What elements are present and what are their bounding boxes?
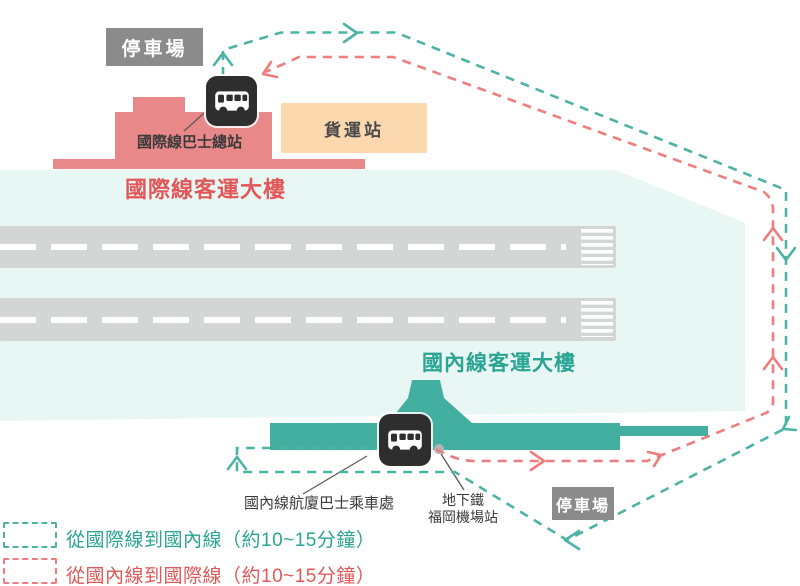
red-route-arrows [261, 60, 784, 472]
legend-label-domestic-to-international: 從國內線到國際線（約10~15分鐘） [66, 566, 376, 586]
cargo-station: 貨運站 [281, 103, 427, 153]
arrow-right-icon [342, 22, 359, 44]
route-international-to-domestic [221, 31, 788, 542]
subway-station-label: 地下鐵 福岡機場站 [415, 492, 511, 526]
bus-glyph [214, 91, 249, 115]
teal-route-arrows [212, 22, 798, 551]
arrow-down-left-icon [261, 60, 279, 79]
bus-icon [379, 414, 431, 466]
domestic-bus-stop-label: 國內線航廈巴士乘車處 [244, 495, 395, 512]
arrow-right-icon [529, 450, 546, 472]
airfield-apron [0, 170, 745, 421]
arrow-down-icon [775, 246, 797, 262]
runway-north [0, 226, 616, 268]
arrow-up-icon [212, 51, 234, 67]
legend-swatch-teal-route [3, 522, 57, 548]
runway-south [0, 298, 616, 341]
arrow-up-icon [762, 355, 784, 371]
international-bus-station-label: 國際線巴士總站 [137, 134, 243, 151]
arrow-up-right-icon [646, 450, 663, 468]
parking-lot-bottom: 停車場 [552, 487, 614, 520]
arrow-left-icon [563, 529, 581, 551]
legend-swatch-red-route [3, 558, 57, 584]
subway-station-label-line1: 地下鐵 [442, 492, 484, 508]
domestic-stop-pointer-line [302, 455, 368, 495]
bus-glyph [388, 430, 422, 454]
bus-icon [206, 76, 257, 126]
parking-lot-top: 停車場 [106, 28, 203, 66]
arrow-up-icon [226, 455, 248, 471]
arrow-down-left-icon [781, 415, 798, 432]
arrow-up-icon [762, 226, 784, 242]
route-domestic-to-international [265, 55, 775, 463]
domestic-terminal-building [270, 380, 708, 450]
legend-label-international-to-domestic: 從國際線到國內線（約10~15分鐘） [66, 530, 376, 551]
domestic-terminal-title: 國內線客運大樓 [422, 352, 576, 375]
international-terminal-title: 國際線客運大樓 [125, 177, 287, 202]
subway-station-label-line2: 福岡機場站 [428, 509, 498, 525]
